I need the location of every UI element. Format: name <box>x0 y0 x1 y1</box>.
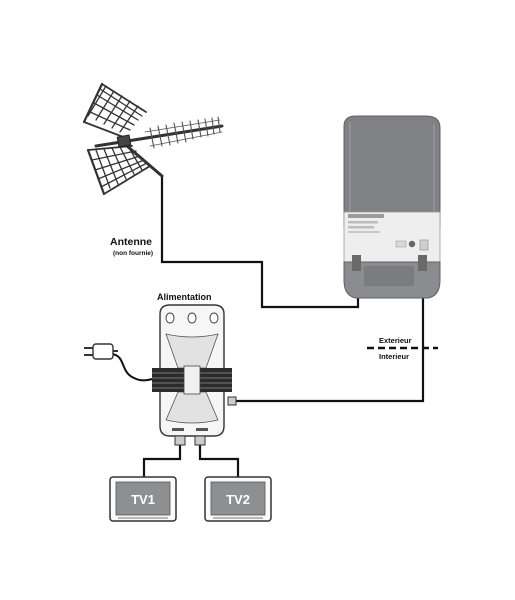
tv2-icon <box>204 476 272 522</box>
tv1-cable <box>142 445 182 480</box>
interior-label: Interieur <box>379 352 409 361</box>
tv2-label: TV2 <box>226 492 250 507</box>
power-supply-label: Alimentation <box>157 292 212 302</box>
plug-icon <box>84 343 118 360</box>
mains-cable <box>111 353 153 382</box>
antenna-note: (non fournie) <box>113 250 153 257</box>
amplifier-icon <box>343 115 441 299</box>
exterior-label: Exterieur <box>379 336 412 345</box>
antenna-cable <box>160 175 360 309</box>
tv2-cable <box>198 445 240 480</box>
tv1-label: TV1 <box>131 492 155 507</box>
amplifier-output-cable <box>236 272 425 403</box>
power-supply-icon <box>152 304 237 446</box>
cables <box>111 175 425 480</box>
tv1-icon <box>109 476 177 522</box>
antenna-label: Antenne <box>110 236 152 248</box>
antenna-icon <box>82 82 224 196</box>
